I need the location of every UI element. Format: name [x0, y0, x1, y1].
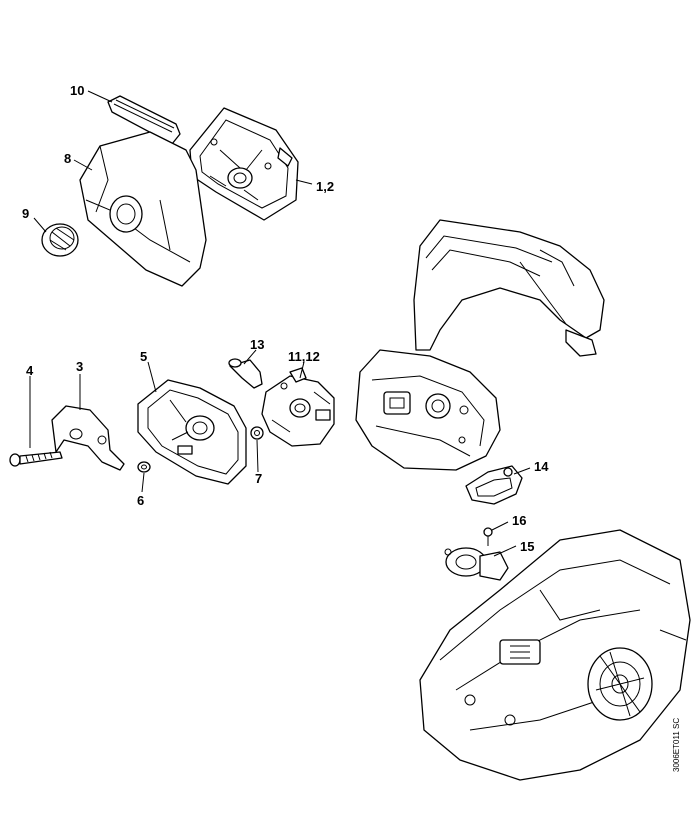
label-part-8: 8	[64, 151, 72, 166]
part-13-pipe	[228, 358, 263, 389]
part-3-bracket	[51, 405, 125, 471]
label-part-6: 6	[137, 493, 145, 508]
label-part-10: 10	[70, 83, 85, 98]
part-8-cover	[79, 131, 207, 287]
leader-lines	[29, 90, 531, 557]
part-16-screw	[483, 527, 493, 546]
label-part-5: 5	[140, 349, 148, 364]
label-part-4: 4	[26, 363, 34, 378]
part-9-knob	[41, 223, 79, 257]
drawing-code: 3006ET011 SC	[672, 717, 681, 772]
label-part-3: 3	[76, 359, 84, 374]
part-7-ring	[250, 426, 264, 440]
label-part-1-2: 1,2	[316, 179, 335, 194]
engine-housing-upper	[355, 349, 501, 471]
part-15-manifold	[444, 547, 509, 581]
label-part-15: 15	[520, 539, 535, 554]
label-part-9: 9	[22, 206, 30, 221]
part-11-12-carburetor	[261, 367, 335, 447]
label-part-11-12: 11,12	[288, 349, 320, 364]
rear-handle-assembly	[413, 219, 605, 357]
part-5-intake-plate	[137, 379, 247, 485]
part-6-washer	[137, 461, 151, 473]
label-part-7: 7	[255, 471, 263, 486]
engine-crankcase-lower	[419, 529, 691, 781]
part-4-bolt	[9, 451, 63, 467]
label-part-16: 16	[512, 513, 527, 528]
part-1-2-air-filter	[189, 107, 299, 221]
part-10-filter-strip	[107, 95, 181, 145]
label-part-14: 14	[534, 459, 549, 474]
part-14-bracket	[465, 465, 523, 505]
label-part-13: 13	[250, 337, 265, 352]
